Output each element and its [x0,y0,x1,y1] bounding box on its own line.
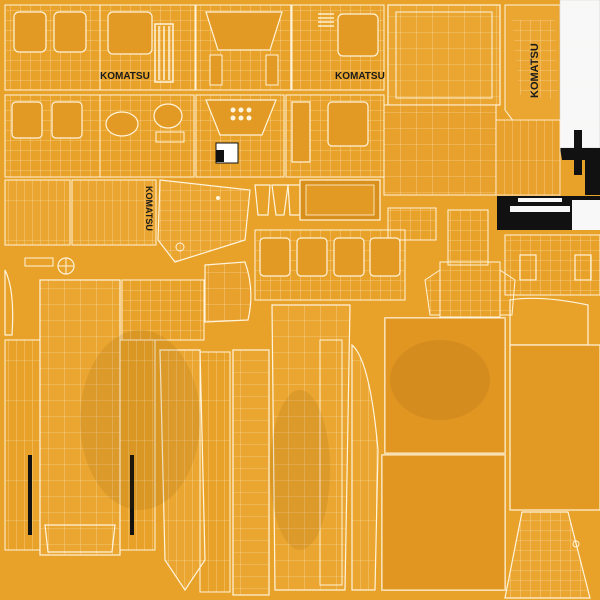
boom-long-panel [4,279,156,556]
cab-panel-left-top [4,4,101,91]
logo-decal-2: KOMATSU [335,71,385,82]
counterweight-decal [497,196,600,230]
cab-front-lower [195,94,285,178]
large-panel-bottom [381,454,506,591]
side-window-row [254,229,406,301]
cab-lower-left [4,94,101,178]
logo-decal-4: KOMATSU [144,186,154,231]
hood-side-strip [495,119,561,196]
arm-stick-piece-3 [232,349,270,596]
logo-decal-1: KOMATSU [100,71,150,82]
large-panel-top [384,317,506,454]
bucket-trapezoid [504,511,591,599]
arm-stick-piece-5 [351,343,379,591]
handrail-white-strip [559,0,600,195]
boom-plate [157,179,251,263]
arm-stick-piece-2 [199,351,231,593]
side-panel-right-upper [509,297,600,511]
right-lattice-panel [504,234,600,296]
engine-hood-top [383,104,497,196]
left-curved-tab [4,269,14,336]
arm-stick-piece-4 [271,304,351,591]
cab-front-top [195,4,292,91]
cab-lower-right [285,94,385,178]
bucket-curve [204,261,252,323]
radiator-grille [4,179,71,246]
roof-panel [387,4,501,106]
cab-lower-center-left [99,94,195,178]
lamp-disk [24,257,75,275]
logo-decal-3: KOMATSU [529,43,541,98]
counterweight-side: KOMATSU [504,4,563,151]
boom-side-logo: KOMATSU [71,179,157,246]
cab-panel-left-side: KOMATSU [99,4,196,91]
grime-overlay [80,330,490,550]
cab-panel-right-side: KOMATSU [291,4,385,91]
upper-body-tile [121,279,205,341]
step-plate [299,179,381,221]
arm-stick-piece-1 [159,349,206,592]
